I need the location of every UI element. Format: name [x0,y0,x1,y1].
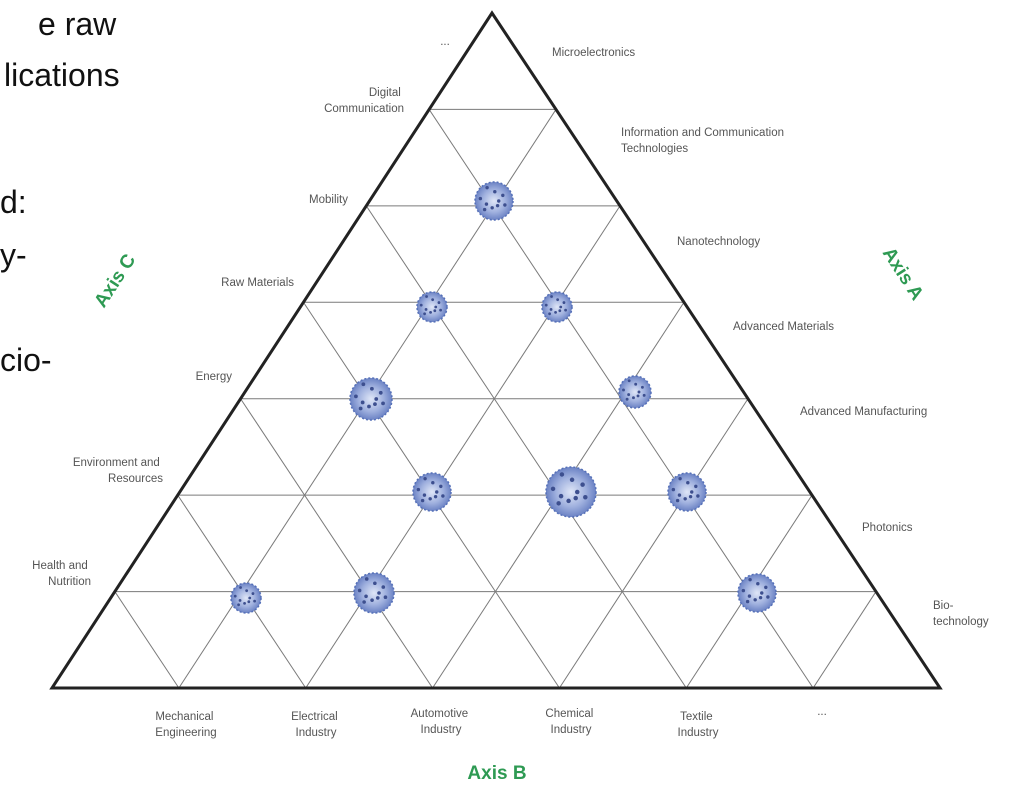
label-photonics: Photonics [862,522,913,534]
label-mechanical-engineering: Mechanical Engineering [155,711,216,739]
grid-line-diagonal-up [365,205,687,689]
node-group [230,181,777,614]
label-chemical-industry: Chemical Industry [545,708,596,736]
cluster-node [667,472,707,512]
cluster-node [353,572,395,614]
label-digital-communication: Digital Communication [324,87,404,115]
cluster-node [541,291,573,323]
slide-text-line-2: lications [4,57,120,93]
cluster-node [412,472,452,512]
slide-text-line-1: e raw [38,6,117,42]
label-advanced-manufacturing: Advanced Manufacturing [800,406,927,418]
ellipsis-bottom: ... [817,706,827,718]
label-textile-industry: Textile Industry [678,711,719,739]
label-mobility: Mobility [309,194,348,206]
label-biotechnology: Bio- technology [933,600,989,628]
grid-line-diagonal-up [114,591,180,689]
axis-b-label: Axis B [467,763,526,784]
axis-c-label: Axis C [90,250,140,311]
cluster-node [618,375,652,409]
grid-line-diagonal-down [305,205,621,689]
slide-text-line-4: y- [0,237,27,273]
slide-text-line-5: cio- [0,342,52,378]
triangle-outline [49,10,943,690]
label-nanotechnology: Nanotechnology [677,236,760,248]
label-raw-materials: Raw Materials [221,277,294,289]
label-automotive-industry: Automotive Industry [411,708,472,736]
label-microelectronics: Microelectronics [552,47,635,59]
label-ict: Information and Communication Technologi… [621,127,787,155]
label-energy: Energy [196,371,233,383]
label-health-nutrition: Health and Nutrition [32,560,91,588]
cluster-node [474,181,514,221]
cluster-node [230,582,262,614]
label-environment-resources: Environment and Resources [73,457,163,485]
label-advanced-materials: Advanced Materials [733,321,834,333]
label-electrical-industry: Electrical Industry [291,711,341,739]
grid-line-diagonal-down [812,591,877,689]
cluster-node [416,291,448,323]
cluster-node [737,573,777,613]
ellipsis-top: ... [440,36,450,48]
cluster-node [545,466,597,518]
axis-a-label: Axis A [878,244,928,305]
grid-line-diagonal-down [559,398,749,689]
slide-text-line-3: d: [0,184,27,220]
grid-line-diagonal-up [240,398,433,689]
cluster-node [349,377,393,421]
